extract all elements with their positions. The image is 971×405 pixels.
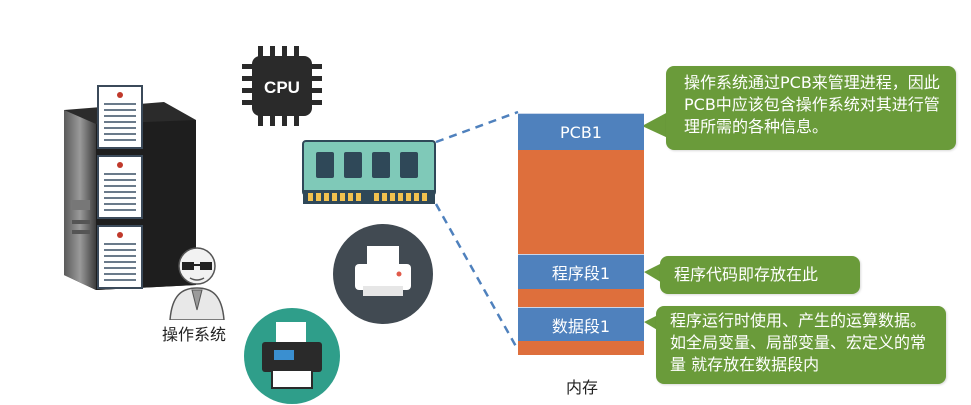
memory-orange-bottom (518, 341, 644, 355)
memory-orange-top (518, 150, 644, 254)
data-segment-label: 数据段1 (551, 317, 611, 336)
server-tower-icon (64, 85, 196, 290)
pcb-callout: 操作系统通过PCB来管理进程，因此PCB中应该包含操作系统对其进行管理所需的各种… (666, 66, 956, 150)
pcb-segment-label: PCB1 (560, 122, 602, 142)
fax-machine-icon (244, 308, 340, 404)
data-callout-text: 程序运行时使用、产生的运算数据。如全局变量、局部变量、宏定义的常量 就存放在数据… (670, 311, 927, 374)
cpu-label: CPU (264, 78, 300, 97)
cpu-chip-icon: CPU (242, 46, 322, 126)
data-segment: 数据段1 (518, 307, 644, 343)
program-segment: 程序段1 (518, 254, 644, 290)
os-person-icon (169, 247, 225, 320)
pcb-segment: PCB1 (518, 113, 644, 151)
program-callout: 程序代码即存放在此 (660, 256, 860, 294)
program-segment-label: 程序段1 (551, 264, 611, 283)
os-label: 操作系统 (162, 325, 227, 344)
program-callout-text: 程序代码即存放在此 (674, 265, 819, 284)
data-callout: 程序运行时使用、产生的运算数据。如全局变量、局部变量、宏定义的常量 就存放在数据… (656, 306, 946, 384)
pcb-callout-text: 操作系统通过PCB来管理进程，因此PCB中应该包含操作系统对其进行管理所需的各种… (684, 73, 940, 136)
ram-module-icon (302, 140, 436, 204)
memory-label: 内存 (566, 378, 599, 397)
printer-icon (333, 224, 433, 324)
memory-orange-mid (518, 289, 644, 307)
